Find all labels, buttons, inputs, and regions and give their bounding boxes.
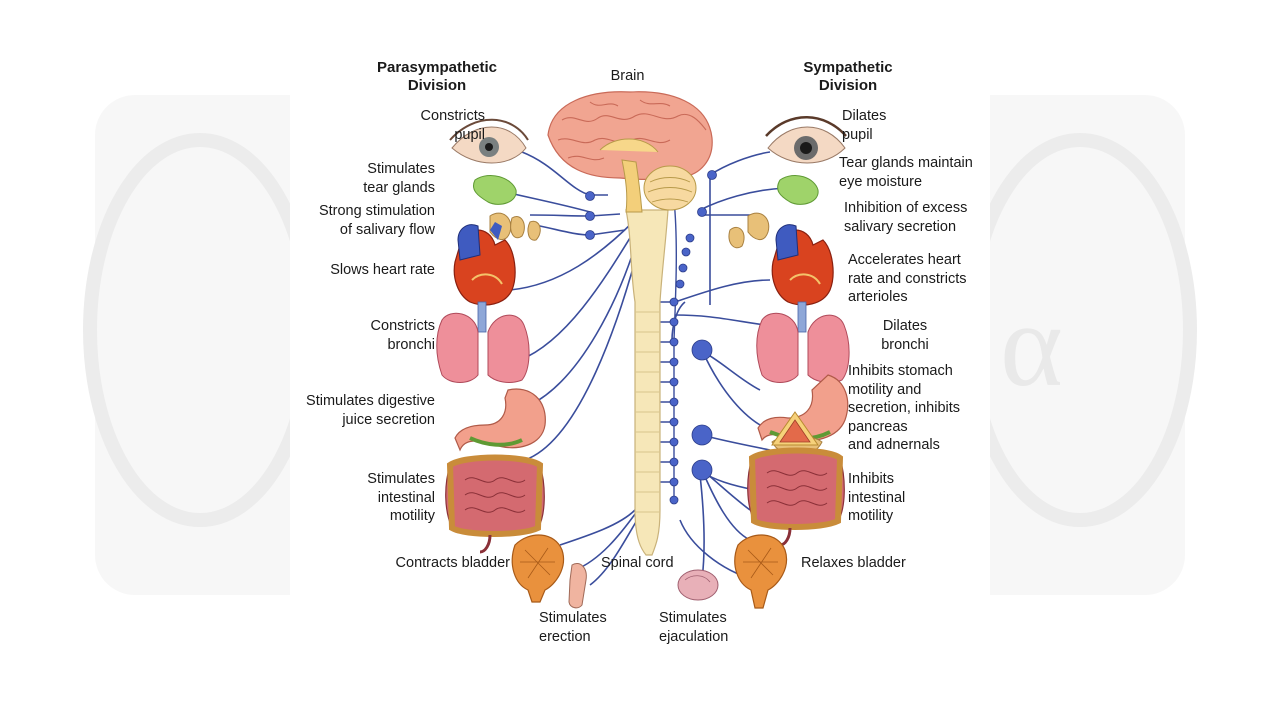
left-stomach (454, 388, 546, 452)
right-tear-gland (777, 175, 819, 205)
symp-intestine-label: Inhibits intestinal motility (848, 471, 906, 524)
para-bladder-label: Contracts bladder (395, 555, 510, 571)
left-lungs (436, 301, 530, 383)
para-intestine-label: Stimulates intestinal motility (367, 471, 435, 524)
svg-text:α: α (1000, 278, 1063, 411)
penis (568, 563, 587, 609)
para-tear-label: Stimulates tear glands (363, 161, 435, 196)
brain (547, 91, 713, 213)
right-salivary-glands (728, 212, 770, 249)
left-intestine (445, 454, 545, 554)
parasympathetic-ganglia (585, 191, 595, 240)
sympathetic-header: Sympathetic Division (803, 59, 893, 94)
symp-heart-label: Accelerates heart rate and constricts ar… (848, 252, 967, 305)
symp-bladder-label: Relaxes bladder (801, 555, 906, 571)
para-genital-label: Stimulates erection (539, 610, 607, 645)
sympathetic-ganglia (669, 170, 717, 505)
right-heart (771, 224, 834, 306)
left-bladder (511, 534, 565, 603)
left-eye (449, 118, 529, 164)
prostate (677, 569, 719, 601)
para-lungs-label: Constricts bronchi (370, 318, 435, 353)
autonomic-nervous-system-diagram: Parasympathetic Division Sympathetic Div… (290, 40, 990, 660)
adrenal-kidney (771, 411, 819, 446)
symp-stomach-label: Inhibits stomach motility and secretion,… (848, 363, 961, 453)
para-heart-label: Slows heart rate (330, 262, 435, 278)
symp-salivary-label: Inhibition of excess salivary secretion (844, 200, 968, 235)
right-eye (765, 116, 847, 164)
spinal-cord (625, 209, 669, 556)
right-bladder (734, 534, 788, 609)
right-lungs (756, 301, 850, 383)
symp-genital-label: Stimulates ejaculation (659, 610, 729, 645)
brain-label: Brain (610, 68, 645, 84)
left-tear-gland (473, 175, 517, 205)
para-salivary-label: Strong stimulation of salivary flow (318, 203, 435, 238)
left-heart (453, 222, 516, 306)
para-stomach-label: Stimulates digestive juice secretion (306, 393, 435, 428)
right-intestine (747, 447, 845, 547)
parasympathetic-header: Parasympathetic Division (376, 59, 498, 94)
spinal-cord-label: Spinal cord (601, 555, 674, 571)
symp-lungs-label: Dilates bronchi (881, 318, 929, 353)
symp-eye-label: Dilates pupil (842, 108, 887, 143)
para-eye-label: Constricts pupil (420, 108, 485, 143)
symp-tear-label: Tear glands maintain eye moisture (839, 155, 973, 190)
